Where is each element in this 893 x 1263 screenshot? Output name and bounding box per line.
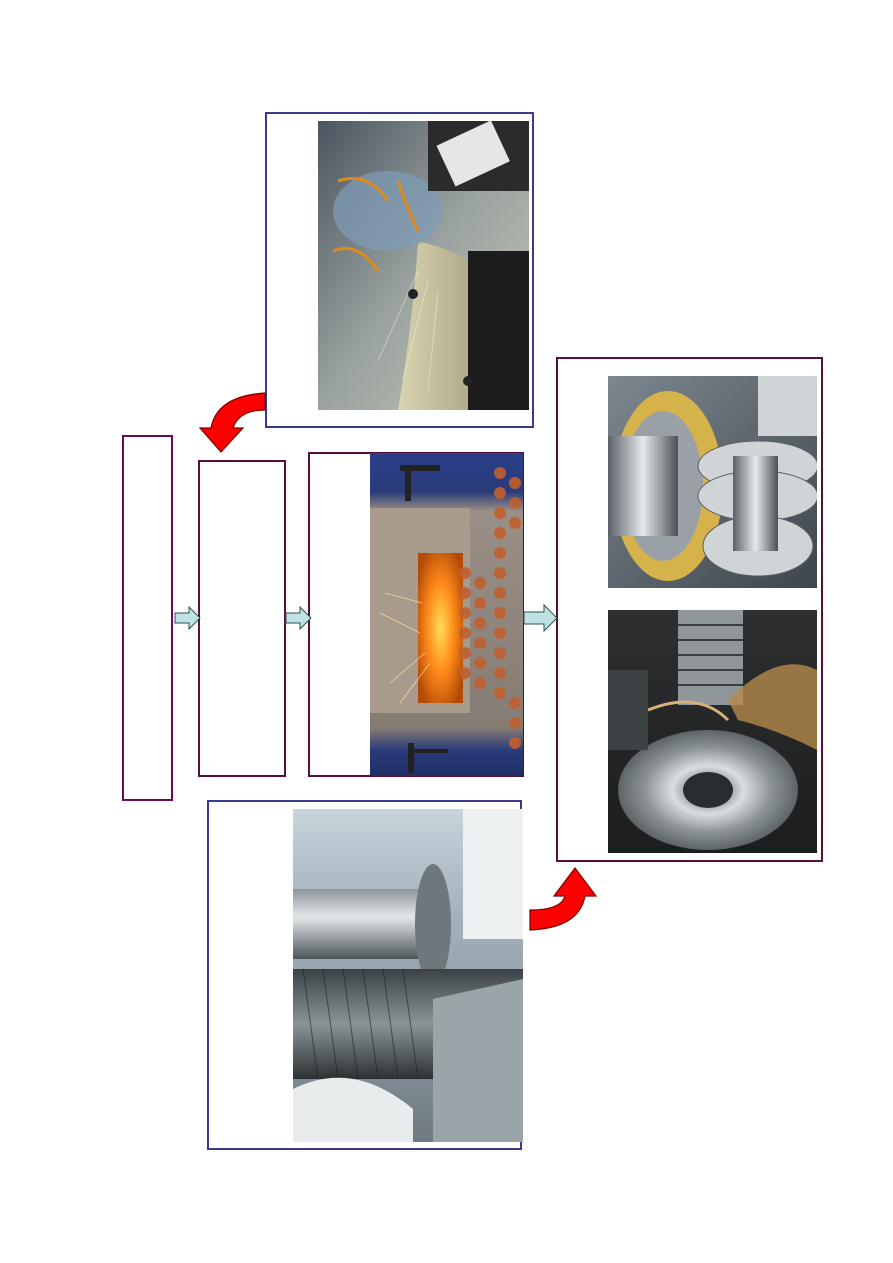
curved-arrow-down [199, 390, 267, 454]
flow-arrow-1 [174, 606, 201, 630]
gear-hobbing-photo [293, 809, 523, 1142]
flow-arrow-3 [523, 604, 558, 632]
gear-grinding-photo [318, 121, 529, 410]
heat-treatment-furnace-photo [370, 453, 523, 776]
flow-arrow-2 [285, 606, 312, 630]
process-step-box-2 [198, 460, 286, 777]
helical-gear-mesh-photo [608, 376, 817, 588]
gear-shaping-photo [608, 610, 817, 853]
curved-arrow-up [529, 866, 597, 932]
process-step-box-1 [122, 435, 173, 801]
